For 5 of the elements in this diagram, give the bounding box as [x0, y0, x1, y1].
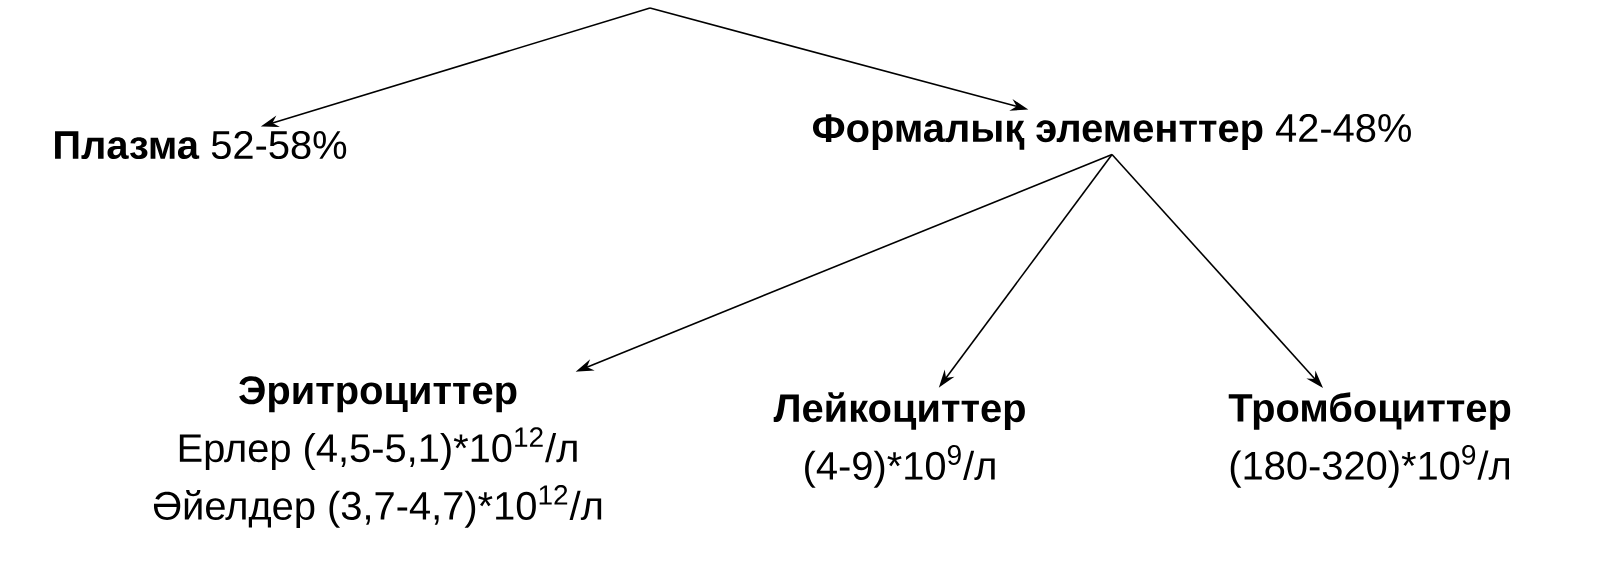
node-label: Формалық элементтер 42-48% [813, 113, 1411, 151]
node-label: Тромбоциттер (180-320)*10$^{9}$/л [1228, 392, 1511, 488]
node-label: Лейкоциттер (4-9)*10$^{9}$/л [773, 392, 1025, 488]
node-label: Эритроциттер Ерлер (4,5-5,1)*10$^{12}$/л Әйелдер (3,7-4,7)*10$^{12}$/л [153, 376, 602, 528]
node-label: Плазма 52-58% [55, 130, 347, 160]
